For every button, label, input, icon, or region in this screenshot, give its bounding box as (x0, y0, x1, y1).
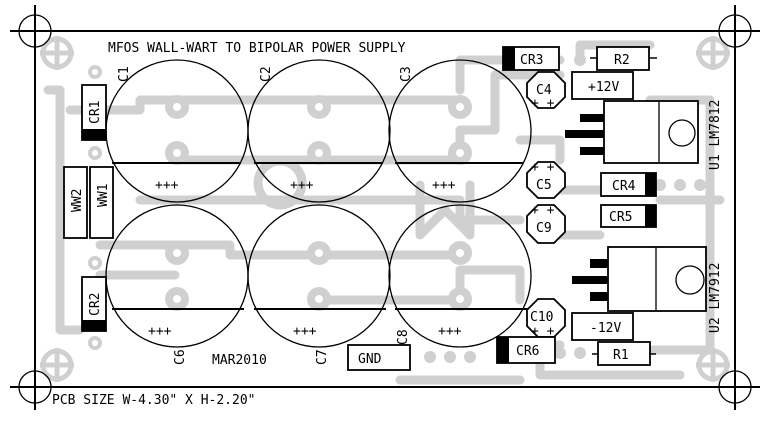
date-code: MAR2010 (212, 353, 267, 368)
capacitor-c8: +++ C8 (388, 204, 532, 348)
svg-text:+++: +++ (438, 324, 462, 339)
negative-12v-terminal: -12V (571, 312, 634, 341)
svg-text:+++: +++ (432, 178, 456, 193)
capacitor-c6: +++ C6 (105, 204, 249, 365)
svg-text:C5: C5 (536, 178, 552, 193)
svg-text:CR1: CR1 (88, 101, 103, 124)
svg-text:CR4: CR4 (612, 179, 636, 194)
diode-cr5: CR5 (600, 204, 657, 228)
capacitor-c3: +++ C3 (388, 59, 532, 203)
diode-cr2: CR2 (81, 276, 107, 332)
svg-text:+ +: + + (531, 160, 555, 175)
copper-pads (70, 54, 706, 363)
svg-text:C4: C4 (536, 83, 552, 98)
diode-cr1: CR1 (81, 84, 107, 141)
svg-text:+++: +++ (290, 178, 314, 193)
capacitor-c4: C4 + + (526, 71, 566, 111)
svg-text:CR5: CR5 (609, 210, 632, 225)
regulator-u2: U2 LM7912 (572, 246, 723, 333)
svg-text:CR3: CR3 (520, 53, 543, 68)
diode-cr4: CR4 (600, 172, 657, 197)
diode-cr3: CR3 (502, 46, 560, 71)
svg-text:C6: C6 (173, 349, 188, 365)
svg-text:+ +: + + (531, 203, 555, 218)
capacitor-c1: +++ C1 (105, 59, 249, 203)
capacitor-c2: +++ C2 (247, 59, 391, 203)
resistor-r1: R1 (592, 341, 656, 366)
svg-text:CR6: CR6 (516, 344, 539, 359)
svg-text:+12V: +12V (588, 80, 619, 95)
svg-text:WW2: WW2 (70, 189, 85, 212)
svg-text:+ +: + + (531, 324, 555, 339)
svg-text:CR2: CR2 (88, 293, 103, 316)
svg-text:R2: R2 (614, 53, 630, 68)
svg-text:+++: +++ (148, 324, 172, 339)
svg-text:GND: GND (358, 352, 382, 367)
svg-text:-12V: -12V (590, 321, 621, 336)
svg-text:+ +: + + (531, 96, 555, 111)
svg-text:C2: C2 (259, 66, 274, 82)
diode-cr6: CR6 (496, 336, 556, 364)
positive-12v-terminal: +12V (571, 71, 634, 100)
svg-text:R1: R1 (613, 348, 629, 363)
svg-text:C7: C7 (315, 349, 330, 365)
svg-text:U1 LM7812: U1 LM7812 (708, 100, 723, 170)
board-title: MFOS WALL-WART TO BIPOLAR POWER SUPPLY (108, 41, 406, 56)
svg-text:C10: C10 (530, 310, 553, 325)
gnd-terminal: GND (347, 344, 411, 371)
wire-ww2: WW2 (63, 166, 88, 239)
capacitor-c10: C10 + + (526, 298, 566, 339)
svg-text:+++: +++ (155, 178, 179, 193)
svg-text:WW1: WW1 (96, 184, 111, 207)
resistor-r2: R2 (590, 46, 657, 71)
pcb-size-note: PCB SIZE W-4.30" X H-2.20" (52, 393, 256, 408)
mounting-holes (40, 36, 730, 382)
capacitor-c9: + + C9 (526, 203, 566, 244)
svg-text:+++: +++ (293, 324, 317, 339)
capacitor-c5: + + C5 (526, 160, 566, 199)
svg-text:C1: C1 (117, 66, 132, 82)
capacitor-c7: +++ C7 (247, 204, 391, 365)
board-outline (10, 5, 760, 410)
regulator-u1: U1 LM7812 (565, 100, 723, 170)
wire-ww1: WW1 (89, 166, 114, 239)
svg-text:C9: C9 (536, 221, 552, 236)
svg-text:U2 LM7912: U2 LM7912 (708, 263, 723, 333)
svg-text:C8: C8 (396, 329, 411, 345)
svg-text:C3: C3 (399, 66, 414, 82)
